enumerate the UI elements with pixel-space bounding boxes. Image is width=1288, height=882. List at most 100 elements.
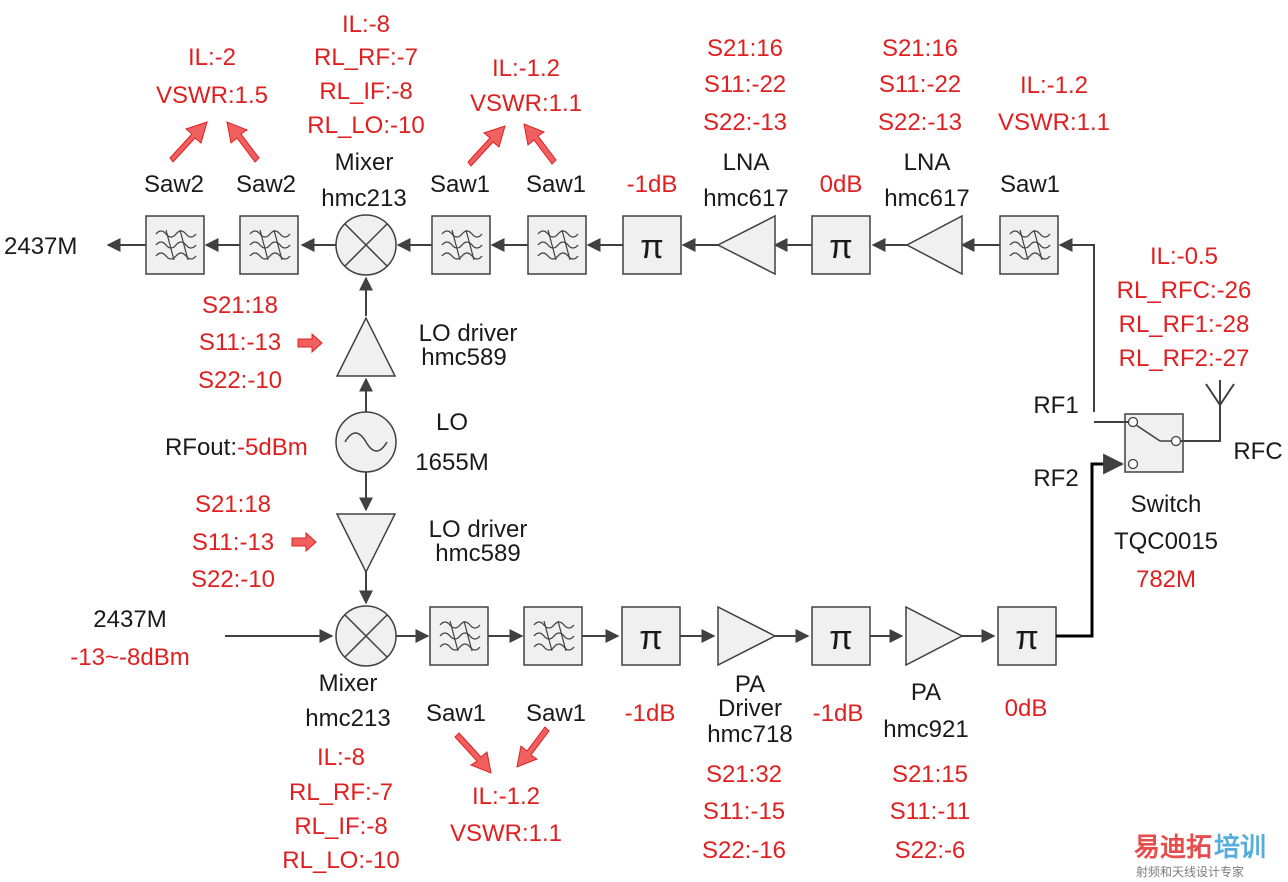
lo-driver-top-label: LO driver	[419, 320, 518, 347]
rx-mixer-spec: RL_LO:-10	[307, 112, 424, 139]
callout-arrow	[169, 121, 208, 163]
lo-osc-label: 1655M	[415, 449, 488, 476]
tx-pa-spec: S21:15	[892, 761, 968, 788]
lo-driver-bottom-amplifier	[335, 513, 397, 574]
pi-symbol: π	[639, 619, 662, 657]
tx-pa-driver-label: Driver	[718, 695, 782, 722]
pi-symbol: π	[640, 228, 663, 266]
rx-mixer-spec: IL:-8	[342, 11, 390, 38]
pi-symbol: π	[829, 619, 852, 657]
watermark-brand-a: 易迪拓	[1134, 832, 1212, 862]
tx-pa-label: hmc921	[883, 716, 968, 743]
tx-saw1-spec: IL:-1.2	[472, 783, 540, 810]
tx-atten1-value: -1dB	[625, 700, 676, 727]
tx-saw1-a-label: Saw1	[426, 700, 486, 727]
tx-pa-driver-spec: S21:32	[706, 761, 782, 788]
tx-input-power: -13~-8dBm	[70, 644, 189, 671]
watermark-subtitle: 射频和天线设计专家	[1136, 864, 1244, 879]
lo-osc-label: LO	[436, 409, 468, 436]
rx-saw1-c-spec: VSWR:1.1	[998, 109, 1110, 136]
rx-saw1-filter-a	[431, 215, 491, 275]
tx-mixer-label: hmc213	[305, 705, 390, 732]
rx-mixer-spec: RL_IF:-8	[319, 78, 412, 105]
callout-arrow	[297, 333, 323, 353]
tx-saw1-filter-a	[429, 606, 489, 666]
rx-saw1-filter-b	[527, 215, 587, 275]
tx-mixer-icon	[335, 605, 397, 667]
rx-lna-1-amplifier	[716, 214, 776, 276]
tx-input-freq: 2437M	[93, 606, 166, 633]
callout-arrow	[516, 726, 550, 768]
rx-atten2-value: 0dB	[820, 171, 863, 198]
rx-lna2-label: hmc617	[884, 185, 969, 212]
tx-pa-driver-label: PA	[735, 671, 765, 698]
rf1-to-saw1-line	[1058, 238, 1095, 412]
lo-driver-bot-label: LO driver	[429, 516, 528, 543]
rx-atten1-value: -1dB	[627, 171, 678, 198]
lo-driver-top-spec: S21:18	[202, 292, 278, 319]
rx-saw2-spec: IL:-2	[188, 44, 236, 71]
pi-symbol: π	[829, 228, 852, 266]
switch-label: Switch	[1131, 491, 1202, 518]
rx-saw1-filter-c	[999, 215, 1059, 275]
rx-mixer-spec: RL_RF:-7	[314, 44, 418, 71]
rx-saw2-a-label: Saw2	[144, 171, 204, 198]
rx-mixer-label: hmc213	[321, 185, 406, 212]
pi-symbol: π	[1015, 619, 1038, 657]
switch-rf2-label: RF2	[1033, 465, 1078, 492]
tx-chain: π π π 2437M -13~-8dBm Mixer hmc213 IL:-8…	[70, 453, 1125, 874]
switch-label: TQC0015	[1114, 528, 1218, 555]
rx-lna1-label: hmc617	[703, 185, 788, 212]
callout-arrow	[454, 732, 492, 774]
switch-spec: RL_RF1:-28	[1119, 311, 1250, 338]
switch-spec: IL:-0.5	[1150, 243, 1218, 270]
rx-lna1-spec: S21:16	[707, 35, 783, 62]
lo-driver-top-spec: S22:-10	[198, 367, 282, 394]
rx-lna-2-amplifier	[905, 214, 963, 276]
antenna-icon	[1205, 380, 1235, 406]
callout-arrow	[226, 121, 260, 163]
tx-saw1-filter-b	[523, 606, 583, 666]
lo-path: S21:18 S11:-13 S22:-10 LO driver hmc589 …	[165, 276, 528, 605]
watermark-logo: 易迪拓 培训 射频和天线设计专家	[1134, 832, 1266, 879]
lo-driver-top-amplifier	[335, 316, 397, 377]
lo-driver-bot-spec: S22:-10	[191, 566, 275, 593]
rx-lna2-label: LNA	[904, 149, 951, 176]
rx-lna1-spec: S22:-13	[703, 109, 787, 136]
rx-chain: 2437M π π Saw2 Saw2 IL:-2 VSWR:1.5 IL:-8…	[4, 11, 1110, 412]
rx-saw1-spec: IL:-1.2	[492, 55, 560, 82]
tx-pa-label: PA	[911, 679, 941, 706]
switch-freq: 782M	[1136, 566, 1196, 593]
switch-block: IL:-0.5 RL_RFC:-26 RL_RF1:-28 RL_RF2:-27…	[1033, 243, 1282, 593]
lo-rfout-label: RFout:	[165, 434, 237, 461]
tx-saw1-b-label: Saw1	[526, 700, 586, 727]
rx-saw2-spec: VSWR:1.5	[156, 82, 268, 109]
tx-pa-spec: S22:-6	[895, 837, 966, 864]
tx-to-rf2-line	[1056, 453, 1125, 638]
tx-mixer-spec: RL_LO:-10	[282, 847, 399, 874]
tx-pa-driver-amplifier	[717, 605, 777, 667]
tx-mixer-spec: RL_RF:-7	[289, 779, 393, 806]
rx-mixer-label: Mixer	[335, 149, 394, 176]
rx-saw1-c-label: Saw1	[1000, 171, 1060, 198]
tx-atten2-value: -1dB	[813, 700, 864, 727]
rx-mixer-icon	[335, 214, 397, 276]
lo-driver-top-label: hmc589	[421, 344, 506, 371]
tx-pa-driver-spec: S22:-16	[702, 837, 786, 864]
rx-lna1-spec: S11:-22	[704, 71, 786, 98]
rx-saw1-b-label: Saw1	[526, 171, 586, 198]
rx-saw1-a-label: Saw1	[430, 171, 490, 198]
tx-pa-driver-spec: S11:-15	[703, 798, 785, 825]
lo-driver-bot-label: hmc589	[435, 540, 520, 567]
switch-spec: RL_RF2:-27	[1119, 345, 1250, 372]
tx-atten3-value: 0dB	[1005, 695, 1048, 722]
rx-lna2-spec: S21:16	[882, 35, 958, 62]
rx-lna1-label: LNA	[723, 149, 770, 176]
callout-arrow	[467, 125, 506, 167]
tx-mixer-spec: RL_IF:-8	[294, 813, 387, 840]
watermark-brand-b: 培训	[1214, 832, 1266, 862]
switch-spec: RL_RFC:-26	[1117, 277, 1252, 304]
tx-pa-amplifier	[905, 605, 964, 667]
lo-rfout-value: -5dBm	[237, 434, 308, 461]
